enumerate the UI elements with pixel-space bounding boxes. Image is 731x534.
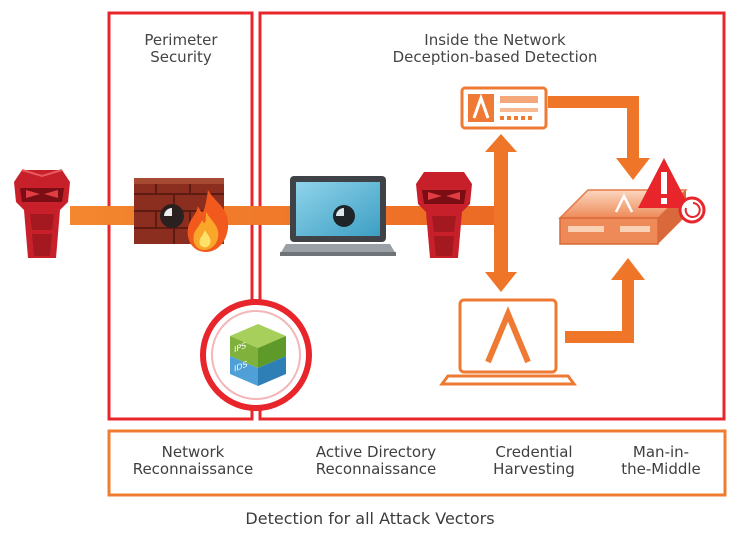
flame-icon: [187, 190, 229, 252]
inside-network-title-line1: Inside the Network: [424, 31, 566, 49]
ips-ids-cube-icon: [230, 324, 286, 386]
vector-line1: Credential: [495, 443, 573, 461]
vector-line2: Harvesting: [493, 460, 575, 479]
footer-caption: Detection for all Attack Vectors: [245, 509, 495, 528]
decoy-laptop-icon: [439, 298, 577, 386]
perimeter-title-line1: Perimeter: [144, 31, 218, 49]
laptop-icon: [280, 176, 396, 256]
vector-active-directory-reconnaissance: Active Directory Reconnaissance: [290, 443, 462, 479]
vector-man-in-the-middle: Man-in- the-Middle: [606, 443, 716, 479]
vector-network-reconnaissance: Network Reconnaissance: [114, 443, 272, 479]
inside-network-title: Inside the Network Deception-based Detec…: [330, 31, 660, 67]
vector-line2: Reconnaissance: [132, 460, 254, 479]
vector-credential-harvesting: Credential Harvesting: [476, 443, 592, 479]
vertical-double-arrow: [485, 134, 517, 292]
vector-line2: the-Middle: [621, 460, 701, 479]
vector-line2: Reconnaissance: [315, 460, 437, 479]
perimeter-title-line2: Security: [150, 48, 212, 67]
alert-icon: [638, 158, 706, 224]
perimeter-title: Perimeter Security: [112, 31, 250, 67]
vector-line1: Network: [161, 443, 225, 461]
inside-network-title-line2: Deception-based Detection: [392, 48, 598, 67]
arrow-laptop-to-server: [565, 258, 645, 343]
vector-line1: Man-in-: [632, 443, 690, 461]
decoy-device-icon: [460, 86, 548, 130]
vector-line1: Active Directory: [315, 443, 437, 461]
arrow-top-device-to-server: [548, 96, 650, 180]
attacker-icon: [14, 169, 70, 258]
attacker-icon: [416, 172, 472, 258]
attack-vectors-panel: [107, 429, 727, 497]
